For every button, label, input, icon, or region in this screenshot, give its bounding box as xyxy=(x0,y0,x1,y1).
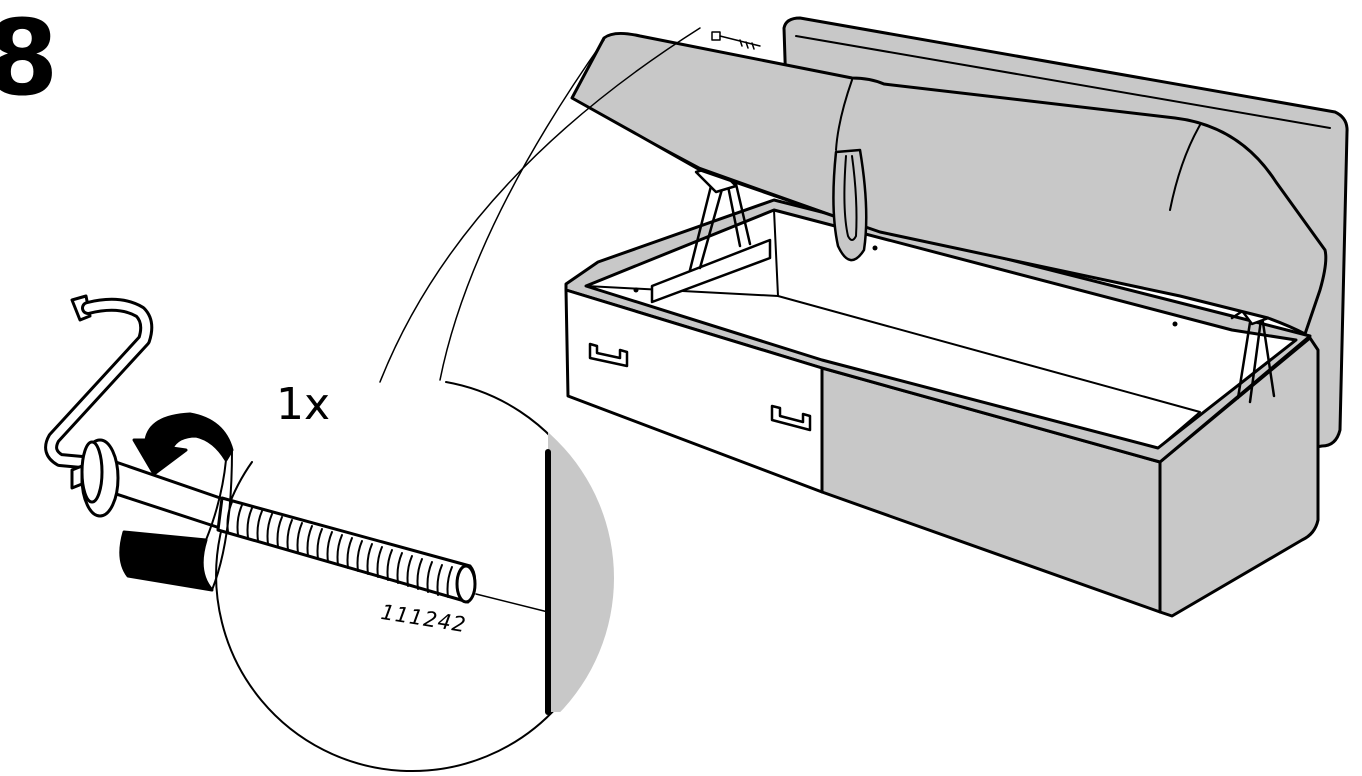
quantity-label: 1x xyxy=(276,379,331,430)
bolt-icon xyxy=(70,438,477,604)
sofa-base-end xyxy=(1158,336,1320,618)
drawer-handle-right xyxy=(770,404,812,432)
rotate-arrow-icon xyxy=(119,412,234,592)
sofa-drawer-front xyxy=(564,288,824,494)
lid-strap xyxy=(832,148,868,262)
sofa-side-wall-detail xyxy=(548,384,614,712)
allen-key-icon xyxy=(44,294,154,469)
sofa-lid-cushion xyxy=(570,31,1328,336)
lift-hinge-left xyxy=(650,238,772,304)
bolt-position-indicator xyxy=(711,31,761,50)
drawer-handle-left xyxy=(588,342,629,368)
step-number: 8 xyxy=(0,0,58,119)
